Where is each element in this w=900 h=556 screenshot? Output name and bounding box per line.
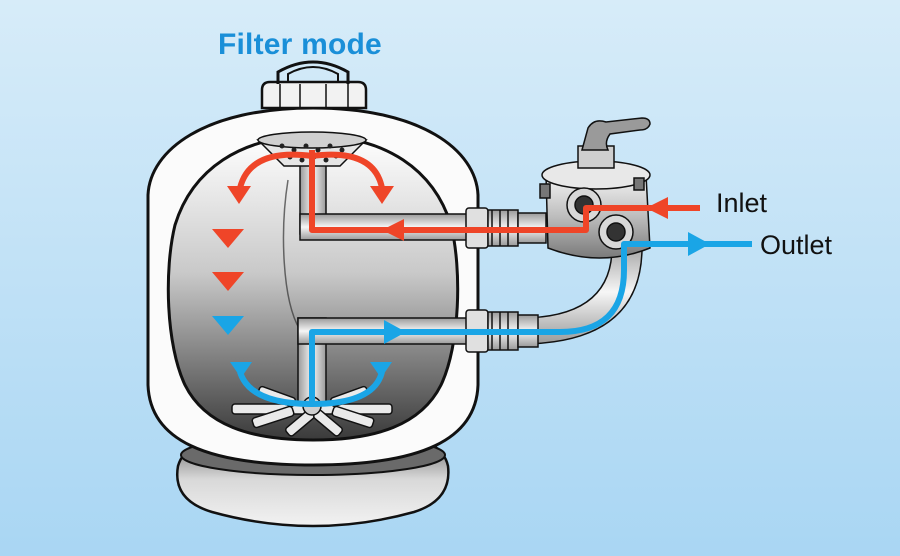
inflow-arrow-inlet (646, 197, 668, 219)
outflow-arrow-left-collect (230, 362, 252, 378)
multiport-valve (539, 145, 651, 259)
downflow-arrow-2 (212, 272, 244, 291)
downflow-arrow-3 (212, 316, 244, 335)
outflow-arrow-pipe (384, 320, 406, 344)
outflow-path (212, 232, 752, 408)
diagram-title: Filter mode (218, 28, 382, 61)
bottom-laterals (231, 385, 393, 437)
inflow-arrow-pipe (382, 219, 404, 241)
inlet-label: Inlet (716, 188, 768, 218)
inflow-path (212, 150, 700, 291)
downflow-arrow-1 (212, 229, 244, 248)
outlet-label: Outlet (760, 230, 833, 260)
outflow-arrow-right-collect (370, 362, 392, 378)
inflow-arrow-right-spray (370, 186, 394, 204)
outflow-arrow-outlet (688, 232, 710, 256)
inflow-arrow-left-spray (227, 186, 251, 204)
valve-handle (581, 117, 651, 151)
interior-wall-line (282, 179, 301, 331)
tank-lid (260, 60, 368, 110)
